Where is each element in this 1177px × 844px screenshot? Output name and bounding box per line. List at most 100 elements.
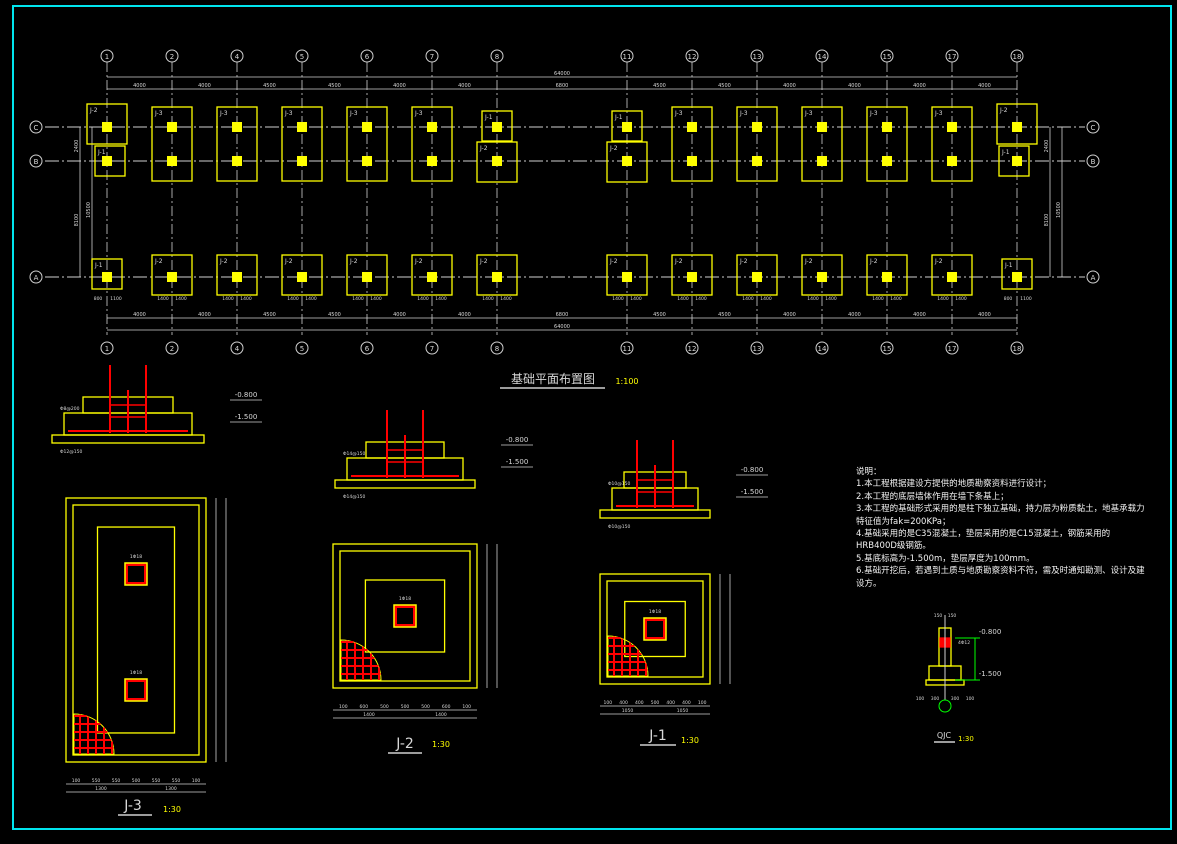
column-core <box>647 621 663 637</box>
axis-label-bottom: 17 <box>948 345 957 353</box>
axis-label-bottom: 5 <box>300 345 304 353</box>
axis-bubble-bottom <box>230 341 244 355</box>
footing-J2: J-2 <box>736 254 778 296</box>
footing-J3: J-3 <box>151 106 193 182</box>
footing-J3: J-3 <box>866 106 908 182</box>
column-stub <box>1012 156 1022 166</box>
footing-label: J-3 <box>284 110 293 117</box>
axis-bubble-top <box>815 49 829 63</box>
dim-value: 550 <box>112 778 121 784</box>
plan-base-outline <box>606 580 704 678</box>
axis-bubble-top <box>100 49 114 63</box>
footing-outline <box>736 106 778 182</box>
footing-label: J-2 <box>609 145 618 152</box>
footing-outline <box>411 254 453 296</box>
dim-value: 100 <box>72 778 81 784</box>
detail-scale-J1: 1:30 <box>681 736 699 745</box>
column-stub <box>167 156 177 166</box>
column-rebar-label: 1Φ18 <box>130 554 142 560</box>
footing-outline <box>86 103 128 145</box>
dim-bay-bottom: 4500 <box>263 312 276 318</box>
elevation-bottom: -1.500 <box>235 413 258 421</box>
footing-label: J-2 <box>934 258 943 265</box>
dim-bay-bottom: 4000 <box>458 312 471 318</box>
axis-label-top: 12 <box>688 53 697 61</box>
footing-outline <box>611 110 643 142</box>
dim-bay-top: 4000 <box>458 83 471 89</box>
column-stub <box>752 272 762 282</box>
axis-bubble-bottom <box>1010 341 1024 355</box>
dim-value: 100 <box>339 704 348 710</box>
dim-total: 1050 <box>622 708 634 714</box>
footing-J1: J-1 <box>94 145 126 177</box>
footing-J2: J-2 <box>801 254 843 296</box>
axis-label-bottom: 4 <box>235 345 240 353</box>
plan-step-outline <box>364 579 446 653</box>
footing-J1: J-1 <box>91 258 123 290</box>
dim-total-top: 64000 <box>554 71 570 77</box>
column-stub <box>167 272 177 282</box>
axis-label-bottom: 7 <box>430 345 434 353</box>
footing-J2: J-2 <box>476 141 518 183</box>
axis-label-right: C <box>1091 124 1096 132</box>
footing-outline <box>801 106 843 182</box>
dim-bay-top: 4000 <box>133 83 146 89</box>
qjc-dim: 300 <box>931 696 940 702</box>
footing-outline <box>998 145 1030 177</box>
footing-outline <box>91 258 123 290</box>
column-stub <box>427 122 437 132</box>
dim-bay-bottom: 6800 <box>556 312 569 318</box>
axis-label-bottom: 11 <box>623 345 632 353</box>
dim-footing: 1400 <box>612 296 624 302</box>
qjc-axis-bubble <box>938 699 952 713</box>
dim-row-spacing: 2400 <box>74 140 80 153</box>
footing-outline <box>931 106 973 182</box>
column-stub <box>752 156 762 166</box>
dim-bay-bottom: 4000 <box>978 312 991 318</box>
footing-J2: J-2 <box>346 254 388 296</box>
rebar-label: Φ12@150 <box>60 449 82 455</box>
column-core <box>128 566 144 582</box>
footing-outline <box>216 106 258 182</box>
footing-outline <box>476 141 518 183</box>
dim-total-bottom: 64000 <box>554 324 570 330</box>
plan-pad-outline <box>65 497 207 763</box>
dim-bay-top: 4000 <box>393 83 406 89</box>
footing-J1: J-1 <box>481 110 513 142</box>
footing-J2: J-2 <box>931 254 973 296</box>
axis-label-bottom: 8 <box>495 345 499 353</box>
elevation-bottom: -1.500 <box>741 488 764 496</box>
column-rebar-label: 1Φ18 <box>399 596 411 602</box>
axis-label-top: 8 <box>495 53 499 61</box>
dim-row-spacing: 8100 <box>1044 214 1050 227</box>
qjc-rebar-label: 4Φ12 <box>958 640 970 646</box>
dim-bay-top: 4500 <box>328 83 341 89</box>
dim-bay-top: 4000 <box>913 83 926 89</box>
dim-row-spacing: 8100 <box>74 214 80 227</box>
column-stub <box>882 122 892 132</box>
axis-bubble-top <box>685 49 699 63</box>
qjc-elev-bottom: -1.500 <box>979 670 1002 678</box>
axis-bubble-top <box>360 49 374 63</box>
footing-outline <box>481 110 513 142</box>
dim-bay-top: 6800 <box>556 83 569 89</box>
dim-footing: 800 <box>94 296 103 302</box>
dim-bay-bottom: 4000 <box>393 312 406 318</box>
axis-bubble-right <box>1086 154 1100 168</box>
footing-J2: J-2 <box>281 254 323 296</box>
column-stub <box>297 272 307 282</box>
dim-footing: 1400 <box>305 296 317 302</box>
footing-label: J-2 <box>479 145 488 152</box>
plan-base-outline <box>339 550 471 682</box>
dim-value: 500 <box>651 700 660 706</box>
axis-bubble-bottom <box>295 341 309 355</box>
axis-label-top: 4 <box>235 53 240 61</box>
axis-bubble-left <box>29 120 43 134</box>
detail-scale-J2: 1:30 <box>432 740 450 749</box>
footing-J3: J-3 <box>346 106 388 182</box>
note-line: 2.本工程的底层墙体作用在墙下条基上； <box>856 491 1009 502</box>
footing-label: J-2 <box>674 258 683 265</box>
axis-bubble-left <box>29 270 43 284</box>
dim-footing: 1400 <box>695 296 707 302</box>
mesh-boundary <box>607 635 649 677</box>
